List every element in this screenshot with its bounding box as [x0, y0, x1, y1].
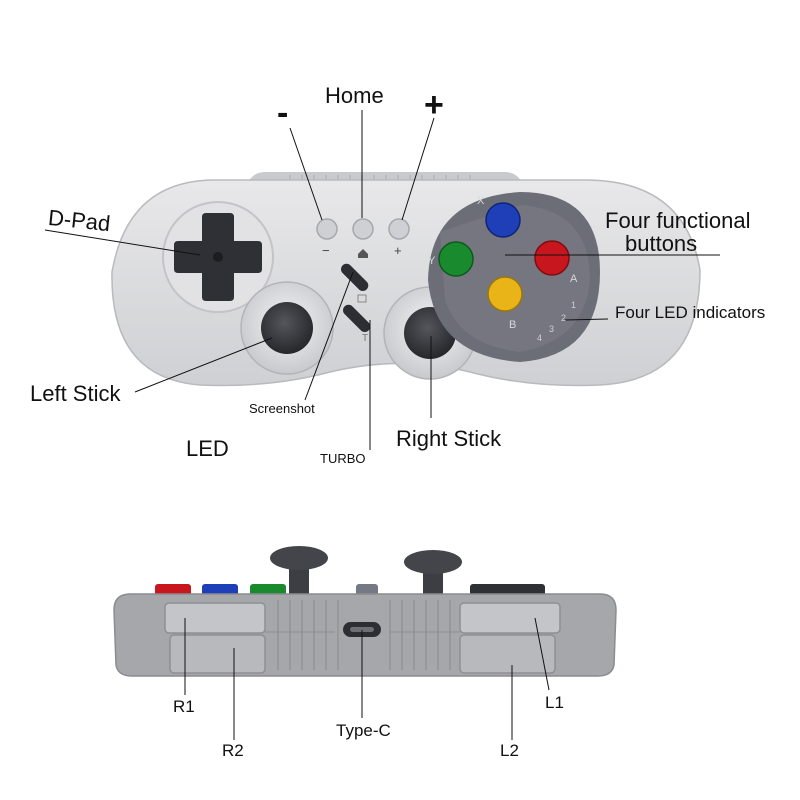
dpad-center: [213, 252, 223, 262]
type-c-label: Type-C: [336, 721, 391, 740]
l2-button[interactable]: [459, 634, 556, 674]
x-button[interactable]: [485, 202, 521, 238]
led-1-mark: 1: [571, 300, 577, 310]
led-2-mark: 2: [561, 313, 567, 323]
home-button[interactable]: [352, 218, 374, 240]
plus-button[interactable]: [388, 218, 410, 240]
y-mark: Y: [428, 255, 436, 267]
l1-label: L1: [545, 693, 564, 712]
l2-label: L2: [500, 741, 519, 760]
four-buttons-label-line2: buttons: [625, 231, 698, 256]
rear-right-stick-cap: [404, 550, 462, 574]
minus-button[interactable]: [316, 218, 338, 240]
led-indicators-label: Four LED indicators: [615, 303, 766, 322]
screenshot-button[interactable]: [339, 261, 371, 293]
led-label: LED: [186, 436, 229, 461]
led-3-mark: 3: [549, 324, 555, 334]
b-button[interactable]: [487, 276, 523, 312]
right-stick-label: Right Stick: [396, 426, 502, 451]
home-label: Home: [325, 83, 384, 108]
rear-gray-button: [356, 584, 378, 596]
minus-mark: −: [322, 243, 330, 258]
rear-ridges: [277, 600, 451, 670]
l1-button[interactable]: [459, 602, 561, 634]
led-4-mark: 4: [537, 333, 543, 343]
screenshot-label: Screenshot: [249, 401, 315, 416]
home-icon: [358, 249, 368, 258]
minus-label: -: [277, 94, 289, 132]
r2-label: R2: [222, 741, 244, 760]
turbo-mark: T: [362, 333, 369, 344]
plus-label: +: [424, 86, 444, 124]
r1-label: R1: [173, 697, 195, 716]
r1-button[interactable]: [164, 602, 266, 634]
x-mark: X: [477, 195, 485, 207]
four-buttons-label-line1: Four functional: [605, 208, 751, 233]
a-button[interactable]: [534, 240, 570, 276]
rear-left-stick-cap: [270, 546, 328, 570]
screenshot-icon: [357, 294, 367, 303]
left-stick[interactable]: [261, 302, 313, 354]
left-stick-label: Left Stick: [30, 381, 121, 406]
leader-lines-bottom: [184, 617, 550, 740]
r2-button[interactable]: [169, 634, 266, 674]
type-c-port-inner: [350, 627, 374, 632]
rear-red-button: [155, 584, 191, 596]
rear-dpad-edge: [470, 584, 545, 596]
rear-blue-button: [202, 584, 238, 596]
y-button[interactable]: [438, 241, 474, 277]
rear-green-button: [250, 584, 286, 596]
leader-lines-top: [44, 110, 720, 450]
a-mark: A: [570, 273, 578, 285]
b-mark: B: [509, 319, 517, 331]
turbo-button[interactable]: [341, 302, 373, 334]
turbo-label: TURBO: [320, 451, 366, 466]
rear-left-stick-shaft: [289, 565, 309, 595]
plus-mark: +: [394, 243, 402, 258]
